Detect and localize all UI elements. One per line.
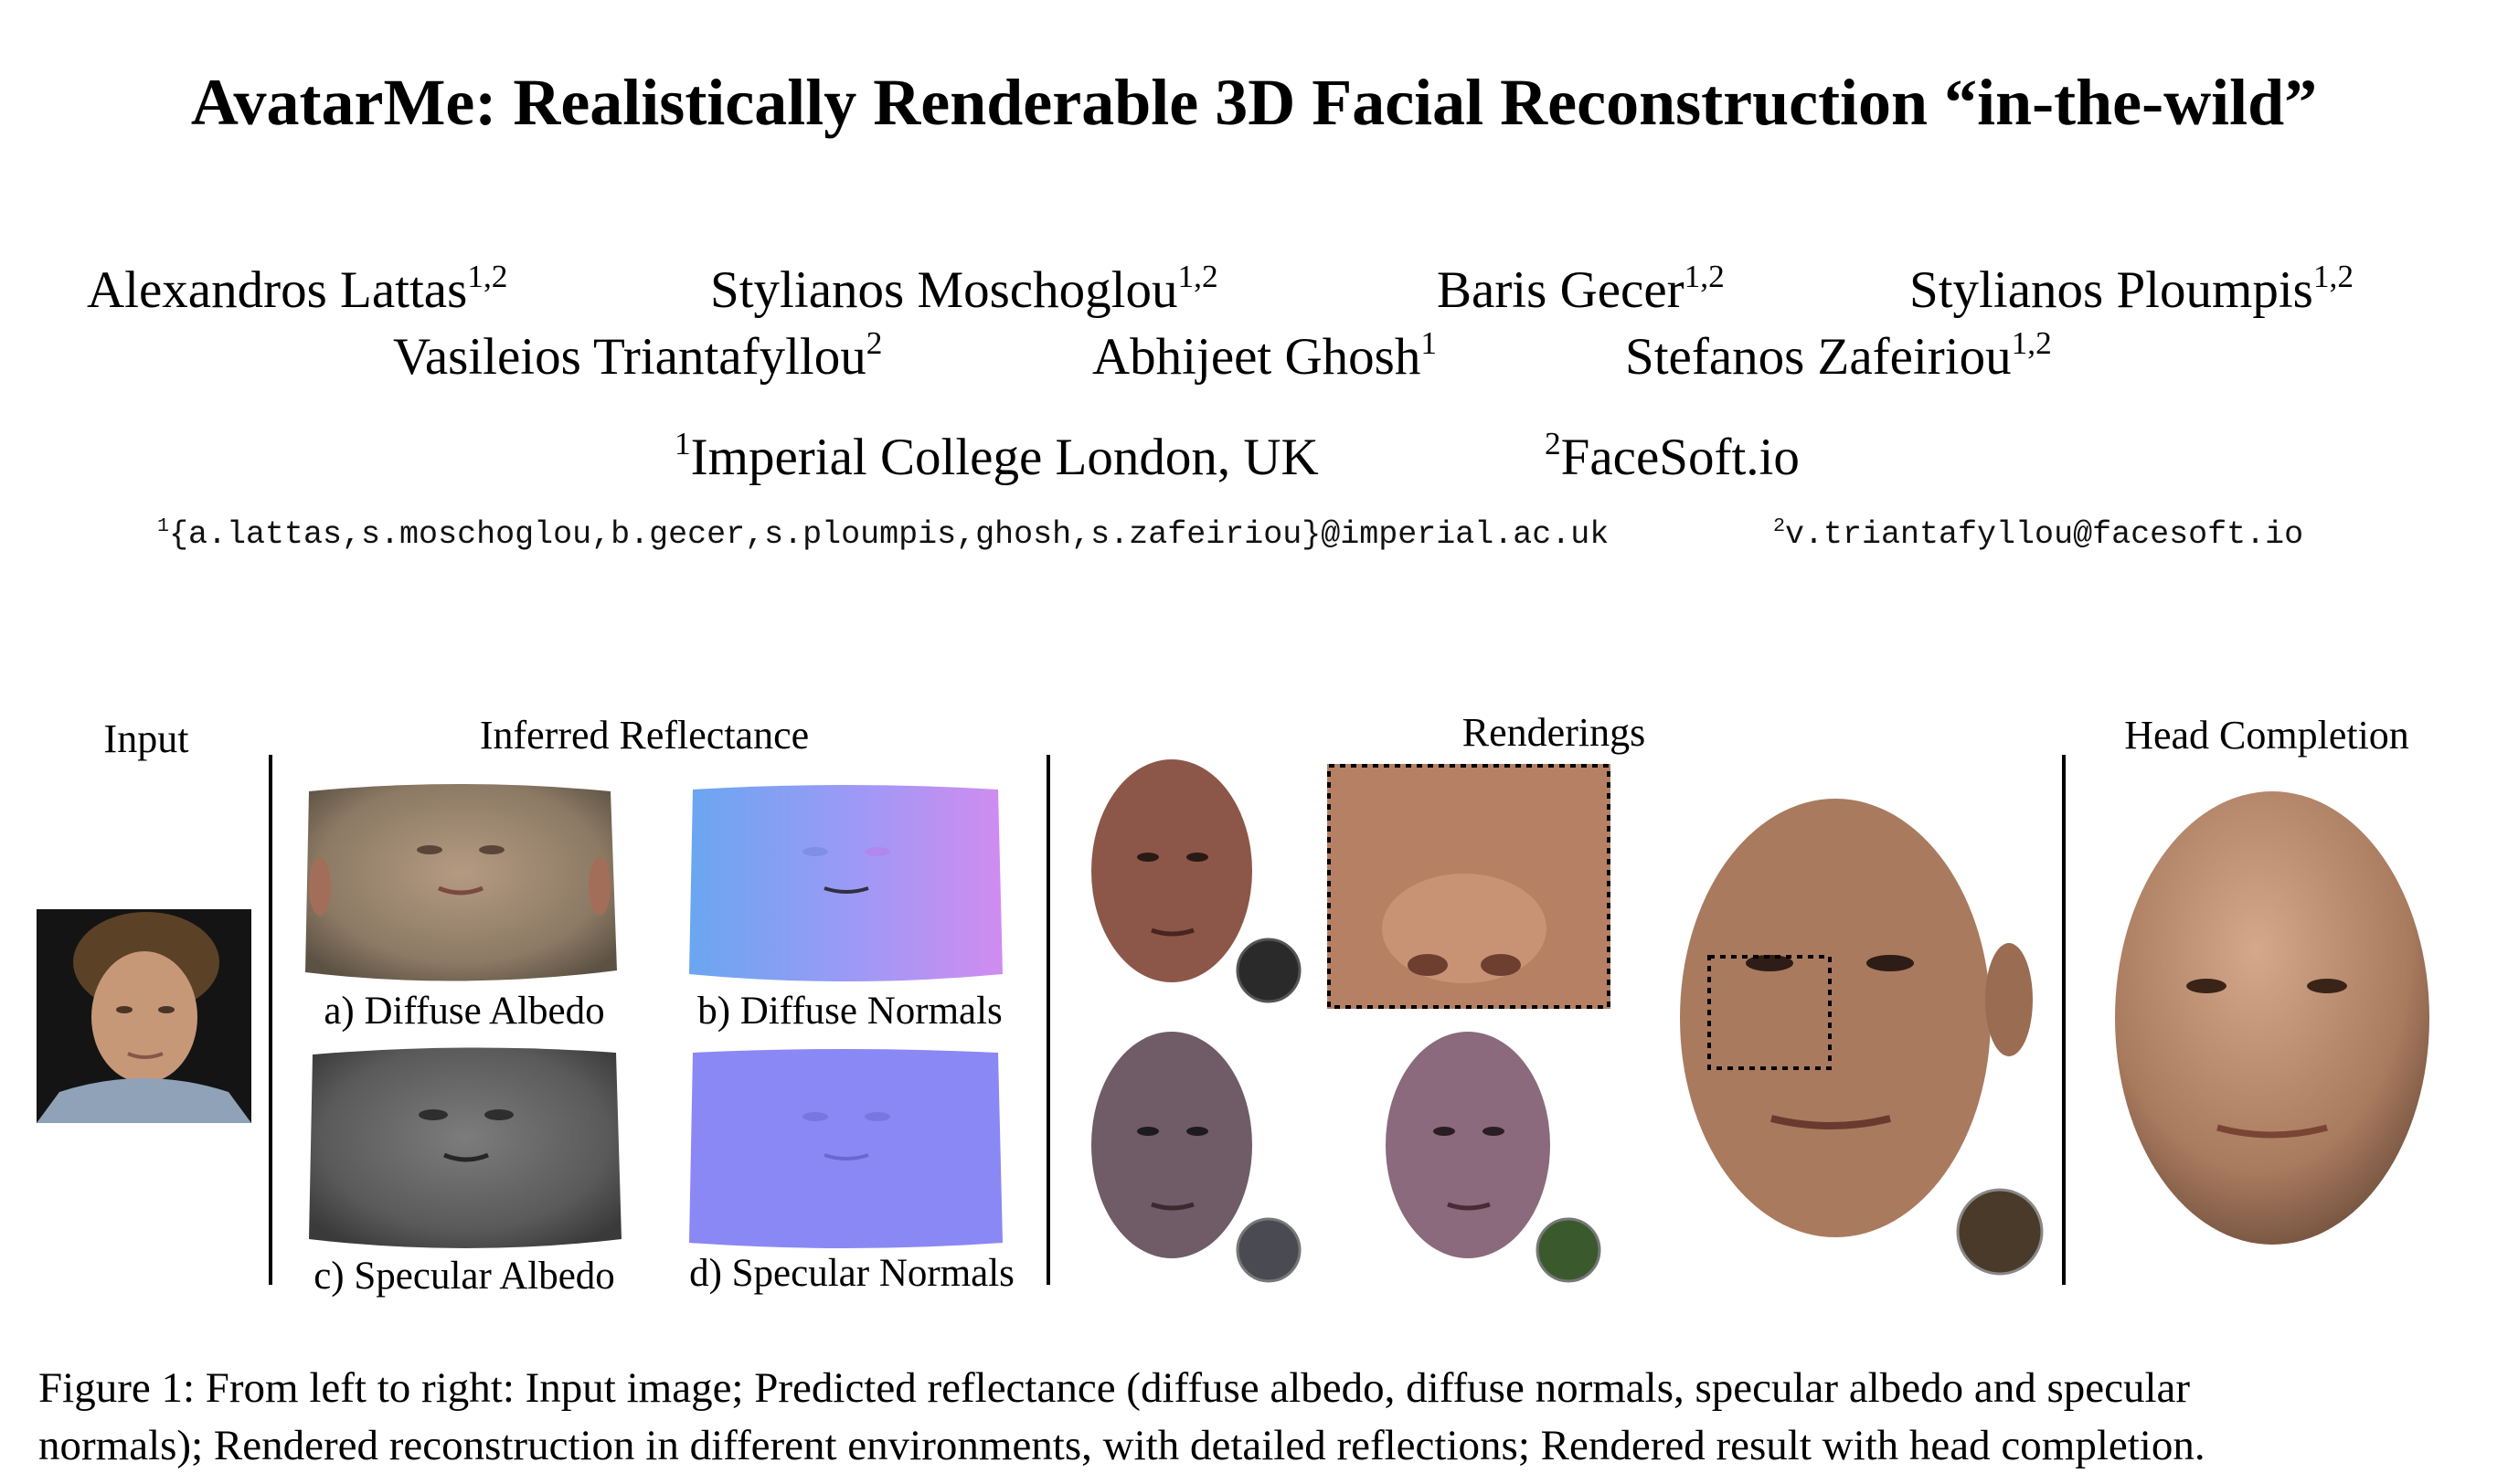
figure-caption-line-1: Figure 1: From left to right: Input imag…: [38, 1364, 2191, 1412]
email-facesoft: 2v.triantafyllou@facesoft.io: [1773, 514, 2304, 553]
label-diffuse-albedo: a) Diffuse Albedo: [324, 990, 605, 1033]
rendering-head-2: [1091, 1032, 1302, 1283]
rendering-head-3: [1386, 1032, 1601, 1283]
env-sphere-icon: [1956, 1188, 2044, 1276]
divider-2: [1047, 755, 1050, 1285]
label-diffuse-normals: b) Diffuse Normals: [697, 990, 1003, 1033]
label-specular-normals: d) Specular Normals: [689, 1252, 1015, 1295]
author-ghosh: Abhijeet Ghosh1: [1092, 325, 1438, 386]
section-renderings-label: Renderings: [1461, 710, 1646, 755]
section-head-label: Head Completion: [2124, 713, 2409, 758]
specular-normals-map: [689, 1049, 1003, 1248]
author-moschoglou: Stylianos Moschoglou1,2: [710, 259, 1218, 319]
affiliation-facesoft: 2FaceSoft.io: [1545, 426, 1800, 486]
author-lattas: Alexandros Lattas1,2: [87, 259, 508, 319]
paper-title: AvatarMe: Realistically Renderable 3D Fa…: [190, 66, 2318, 139]
section-reflectance-label: Inferred Reflectance: [479, 713, 810, 758]
divider-3: [2062, 755, 2066, 1285]
divider-1: [269, 755, 272, 1285]
input-photo: [37, 909, 251, 1123]
author-triantafyllou: Vasileios Triantafyllou2: [393, 325, 883, 386]
specular-albedo-map: [309, 1047, 622, 1248]
env-sphere-icon: [1236, 1217, 1302, 1283]
email-imperial: 1{a.lattas,s.moschoglou,b.gecer,s.ploump…: [157, 514, 1610, 553]
label-specular-albedo: c) Specular Albedo: [314, 1255, 615, 1298]
figure-caption-line-2: normals); Rendered reconstruction in dif…: [38, 1422, 2205, 1469]
author-zafeiriou: Stefanos Zafeiriou1,2: [1625, 325, 2052, 386]
diffuse-albedo-map: [305, 784, 617, 981]
author-ploumpis: Stylianos Ploumpis1,2: [1909, 259, 2354, 319]
diffuse-normals-map: [689, 785, 1003, 981]
rendering-nose-closeup: [1327, 764, 1610, 1009]
env-sphere-icon: [1236, 938, 1302, 1003]
affiliation-imperial: 1Imperial College London, UK: [675, 426, 1319, 486]
rendering-head-1: [1091, 759, 1302, 1003]
section-input-label: Input: [103, 716, 189, 761]
env-sphere-icon: [1536, 1217, 1601, 1283]
head-completion-render: [2115, 791, 2429, 1245]
rendering-large-head: [1680, 799, 2044, 1276]
author-gecer: Baris Gecer1,2: [1437, 259, 1725, 319]
